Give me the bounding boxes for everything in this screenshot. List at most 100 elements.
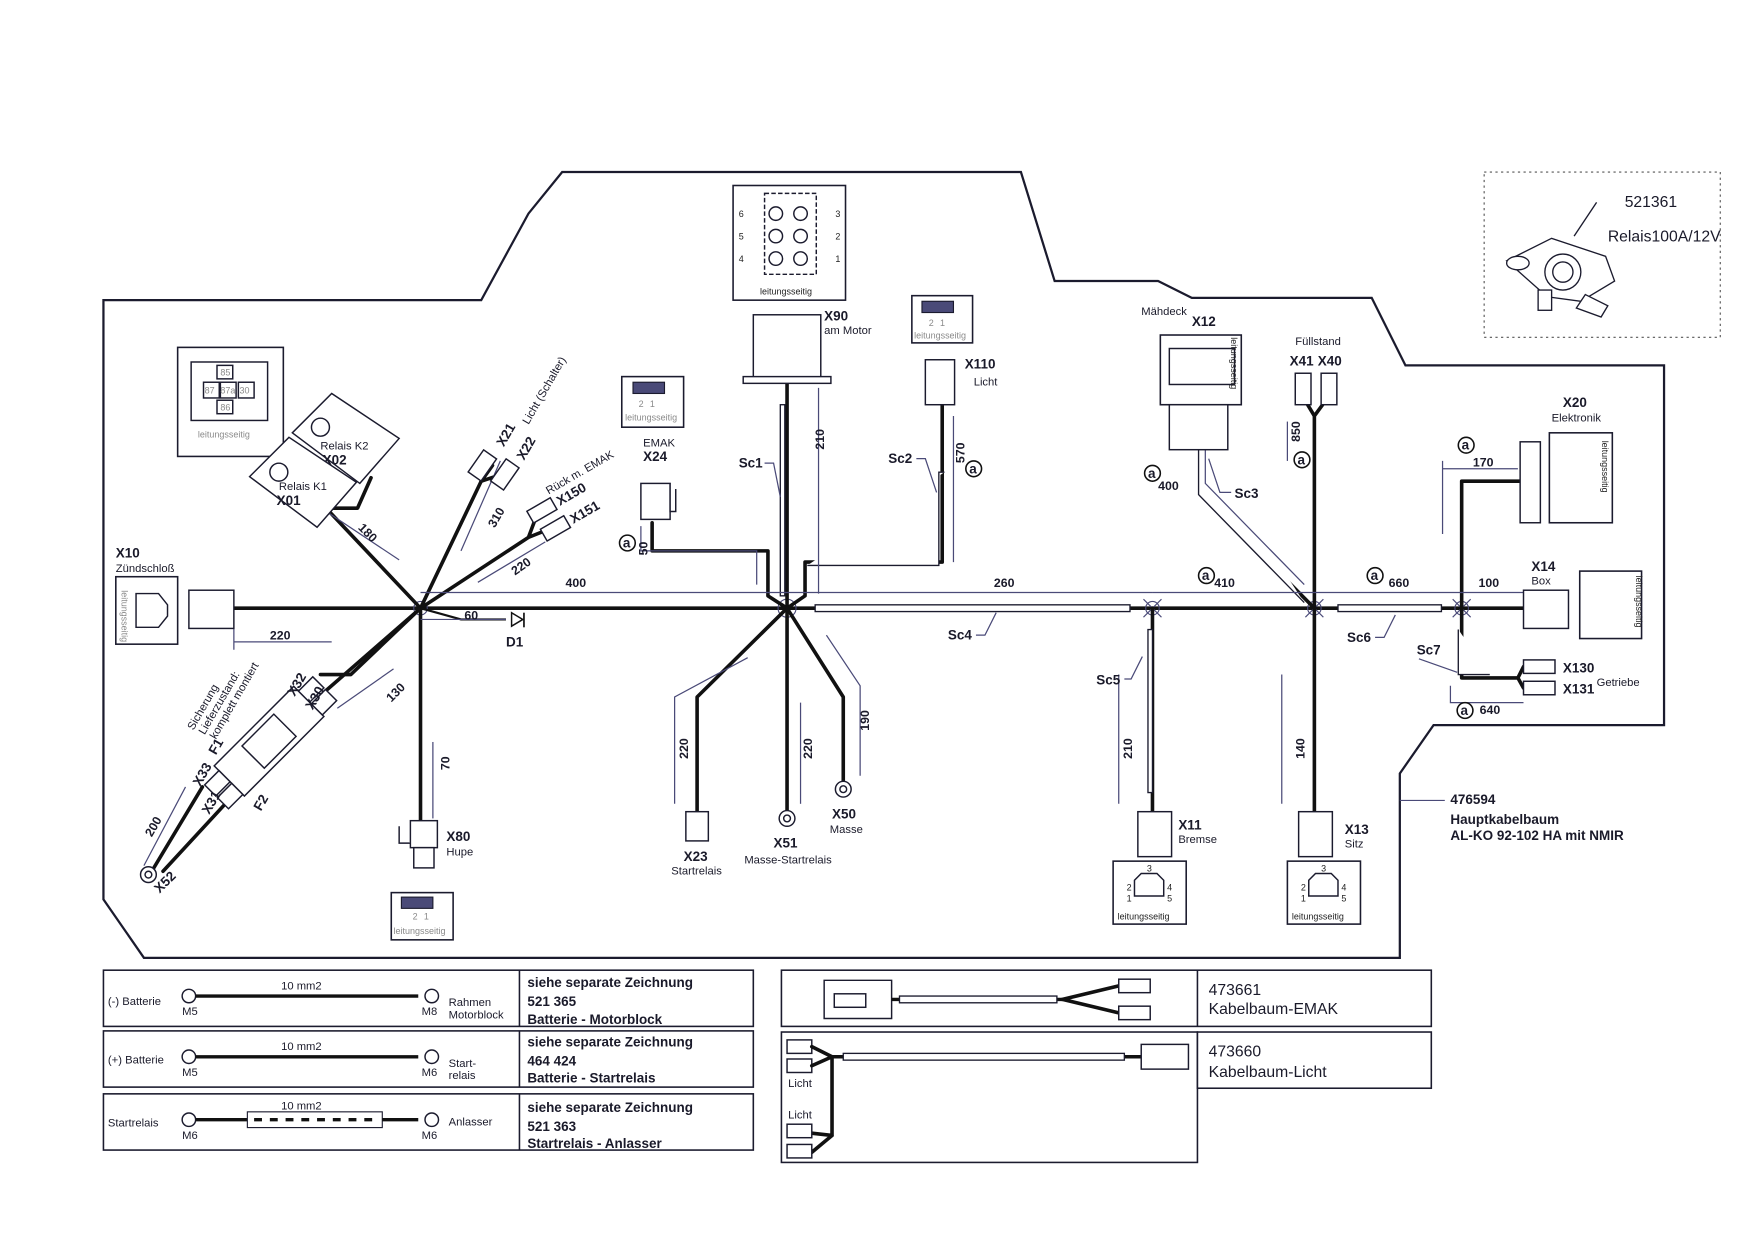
connector-x110: 2 1 leitungsseitig X110 Licht (911, 294, 999, 406)
sub-harness-emak: 473661 Kabelbaum-EMAK (780, 969, 1433, 1028)
connector-x52: X52 (139, 866, 179, 896)
connector-x41-x40: Füllstand X41 X40 (1290, 336, 1342, 406)
svg-text:3: 3 (835, 209, 840, 219)
svg-text:10 mm2: 10 mm2 (281, 1041, 322, 1053)
svg-text:a: a (1462, 438, 1470, 453)
svg-text:473661: 473661 (1209, 982, 1261, 999)
svg-text:Bremse: Bremse (1178, 834, 1217, 846)
svg-text:Licht: Licht (974, 377, 999, 389)
connector-x80: X80 Hupe 2 1 leitungsseitig (390, 819, 473, 941)
svg-text:M5: M5 (182, 1006, 198, 1018)
cable-row: (+) Batterie 10 mm2 M5 M6 Start- relais … (102, 1030, 755, 1088)
svg-text:X51: X51 (774, 836, 798, 851)
connector-x21-x22: X21 X22 Licht (Schalter) (467, 355, 569, 491)
svg-text:X21: X21 (493, 420, 518, 449)
sub-harness-licht: Licht Licht 473660 Kabelbaum-Licht (780, 1031, 1433, 1164)
svg-text:2: 2 (413, 912, 418, 922)
svg-text:Sc3: Sc3 (1235, 486, 1259, 501)
relay-inset-part-number: 521361 (1625, 194, 1677, 211)
svg-text:X10: X10 (116, 546, 140, 561)
svg-text:3: 3 (1321, 863, 1326, 873)
svg-text:X110: X110 (965, 357, 996, 372)
svg-text:Kabelbaum-Licht: Kabelbaum-Licht (1209, 1064, 1328, 1081)
svg-text:Sc7: Sc7 (1417, 642, 1441, 657)
svg-text:60: 60 (464, 608, 478, 622)
svg-text:X14: X14 (1531, 559, 1555, 574)
drawing-title-block: 476594 Hauptkabelbaum AL-KO 92-102 HA mi… (1399, 792, 1624, 843)
sleeve-sc6 (1337, 604, 1443, 613)
cable-row: (-) Batterie 10 mm2 M5 M8 Rahmen Motorbl… (102, 969, 755, 1028)
svg-text:1: 1 (835, 254, 840, 264)
relay-k1: Relais K1 X01 (248, 436, 358, 529)
svg-text:X80: X80 (446, 829, 470, 844)
svg-text:87a: 87a (220, 385, 235, 395)
svg-text:leitungsseitig: leitungsseitig (1118, 912, 1170, 922)
svg-text:210: 210 (813, 429, 827, 450)
svg-text:Sitz: Sitz (1345, 839, 1364, 851)
svg-text:850: 850 (1289, 421, 1303, 442)
svg-text:10 mm2: 10 mm2 (281, 980, 322, 992)
svg-text:5: 5 (739, 231, 744, 241)
svg-text:Start-: Start- (449, 1058, 477, 1070)
svg-text:Mähdeck: Mähdeck (1141, 306, 1187, 318)
sleeve-labels: Sc1 Sc2 Sc3 Sc4 Sc5 Sc6 Sc7 (739, 451, 1458, 688)
connector-x01-id: X01 (277, 493, 301, 508)
svg-text:10 mm2: 10 mm2 (281, 1101, 322, 1113)
svg-text:Licht (Schalter): Licht (Schalter) (521, 355, 569, 427)
svg-text:521 363: 521 363 (527, 1119, 576, 1134)
svg-text:100: 100 (1479, 576, 1500, 590)
relay-inset-label: Relais100A/12V (1608, 229, 1721, 246)
svg-text:86: 86 (220, 402, 230, 412)
svg-text:F1: F1 (205, 735, 226, 757)
svg-text:leitungsseitig: leitungsseitig (1634, 576, 1644, 628)
connector-x12: Mähdeck X12 leitungsseitig (1141, 306, 1243, 451)
svg-text:X12: X12 (1192, 314, 1216, 329)
svg-text:400: 400 (1158, 479, 1179, 493)
svg-text:Relais K1: Relais K1 (279, 481, 327, 493)
svg-text:140: 140 (1293, 738, 1307, 759)
svg-text:X20: X20 (1563, 395, 1587, 410)
svg-text:1: 1 (650, 399, 655, 409)
svg-text:siehe separate Zeichnung: siehe separate Zeichnung (527, 975, 693, 990)
connector-x23: X23 Startrelais (671, 810, 722, 878)
harness-board-outline (102, 170, 1666, 959)
svg-text:siehe separate Zeichnung: siehe separate Zeichnung (527, 1035, 693, 1050)
relay-100a-icon (1505, 201, 1616, 318)
sub-harness-table: 473661 Kabelbaum-EMAK Licht Licht 473660… (780, 969, 1433, 1164)
svg-text:X90: X90 (824, 308, 848, 323)
relay-inset: 521361 Relais100A/12V (1483, 171, 1721, 338)
svg-text:Startrelais: Startrelais (671, 866, 722, 878)
svg-text:a: a (623, 535, 631, 550)
svg-text:X50: X50 (832, 806, 856, 821)
cable-table: (-) Batterie 10 mm2 M5 M8 Rahmen Motorbl… (102, 969, 755, 1151)
svg-text:570: 570 (954, 442, 968, 463)
svg-text:5: 5 (1341, 894, 1346, 904)
svg-text:Sc2: Sc2 (888, 451, 912, 466)
svg-text:Batterie - Startrelais: Batterie - Startrelais (527, 1071, 655, 1086)
svg-text:M6: M6 (422, 1130, 438, 1142)
svg-text:Masse-Startrelais: Masse-Startrelais (744, 854, 832, 866)
svg-text:200: 200 (142, 814, 164, 839)
svg-text:521 365: 521 365 (527, 994, 576, 1009)
svg-text:Zündschloß: Zündschloß (116, 563, 175, 575)
svg-text:50: 50 (637, 541, 651, 555)
node2-branches (650, 380, 945, 814)
fuse-block: Sicherung Lieferzustand: komplett montie… (186, 660, 338, 817)
svg-text:leitungsseitig: leitungsseitig (119, 590, 129, 642)
svg-text:leitungsseitig: leitungsseitig (394, 926, 446, 936)
svg-text:400: 400 (566, 576, 587, 590)
svg-text:2: 2 (835, 231, 840, 241)
svg-text:4: 4 (739, 254, 744, 264)
svg-text:X23: X23 (684, 849, 708, 864)
svg-text:leitungsseitig: leitungsseitig (1229, 337, 1239, 389)
drawing-title: Hauptkabelbaum (1450, 812, 1559, 827)
svg-text:Relais K2: Relais K2 (320, 441, 368, 453)
svg-text:1: 1 (424, 912, 429, 922)
svg-text:Sc6: Sc6 (1347, 630, 1371, 645)
svg-text:1: 1 (1127, 894, 1132, 904)
svg-text:Hupe: Hupe (446, 847, 473, 859)
svg-text:Masse: Masse (830, 824, 863, 836)
connector-x50: X50 Masse (830, 780, 863, 836)
drawing-subtitle: AL-KO 92-102 HA mit NMIR (1450, 828, 1624, 843)
drawing-part-number: 476594 (1450, 792, 1495, 807)
